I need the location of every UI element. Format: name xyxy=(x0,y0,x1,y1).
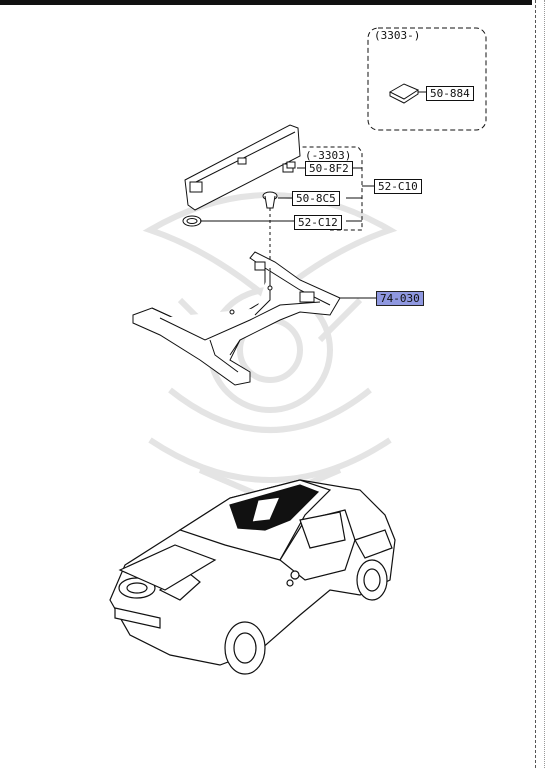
callout-50-8c5[interactable]: 50-8C5 xyxy=(292,191,340,206)
insert-dashed-box xyxy=(367,27,487,131)
callout-74-030[interactable]: 74-030 xyxy=(376,291,424,306)
insert-range-label: (3303-) xyxy=(374,29,421,42)
callout-50-8f2[interactable]: 50-8F2 xyxy=(305,161,353,176)
page-edge-line-outer xyxy=(544,0,545,768)
leader-lines-upper xyxy=(200,167,374,262)
clip-50-8f2-part xyxy=(282,161,296,173)
car-illustration xyxy=(109,479,396,675)
grommet-52-c12-part xyxy=(182,215,202,227)
floor-frame-74-030-part xyxy=(132,251,376,386)
callout-52-c10[interactable]: 52-C10 xyxy=(374,179,422,194)
top-rail-part xyxy=(184,124,301,211)
callout-50-884[interactable]: 50-884 xyxy=(426,86,474,101)
page-edge-line xyxy=(535,0,536,768)
pad-50-884-part xyxy=(388,83,426,104)
upper-range-label: (-3303) xyxy=(305,149,352,162)
top-border xyxy=(0,0,532,5)
callout-52-c12[interactable]: 52-C12 xyxy=(294,215,342,230)
fastener-50-8c5-part xyxy=(262,191,278,209)
